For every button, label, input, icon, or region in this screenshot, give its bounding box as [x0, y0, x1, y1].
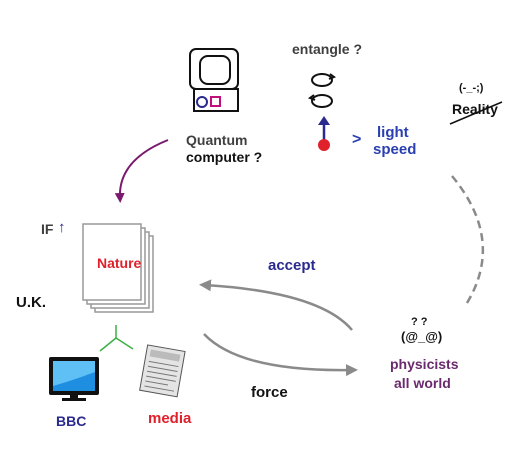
particle-icon [318, 116, 330, 151]
reality-strike [449, 101, 503, 125]
physicists-label-line2: all world [394, 375, 451, 391]
media-label: media [148, 410, 192, 427]
entangle-spin-icon [307, 73, 337, 108]
accept-arrow [199, 279, 353, 331]
reality-face: (-_-;) [459, 82, 484, 94]
accept-label: accept [268, 257, 316, 274]
force-arrow [203, 333, 358, 377]
light-label-line2: speed [373, 141, 417, 158]
uk-label: U.K. [16, 294, 46, 311]
light-label-line1: light [377, 124, 409, 141]
light-gt-symbol: > [352, 131, 362, 148]
physicists-label-line1: physicists [390, 356, 459, 372]
nature-label: Nature [97, 255, 142, 271]
reality-label: Reality [452, 101, 498, 117]
force-label: force [251, 384, 288, 401]
quantum-label-line1: Quantum [186, 132, 248, 148]
if-up-arrow: ↑ [58, 219, 66, 236]
newspaper-icon [139, 344, 186, 398]
dashed-link [451, 175, 485, 304]
tv-monitor-icon [49, 357, 99, 401]
branch-connector [99, 325, 134, 352]
if-label: IF [41, 221, 54, 237]
computer-to-nature-arrow [114, 139, 169, 203]
quantum-label-line2: computer ? [186, 149, 263, 165]
nature-journal-icon [82, 223, 154, 313]
bbc-label: BBC [56, 413, 87, 429]
entangle-label: entangle ? [292, 41, 363, 57]
physicists-face: (@_@) [401, 329, 443, 344]
computer-icon [189, 48, 239, 112]
physicists-face-top: ? ? [411, 316, 428, 328]
